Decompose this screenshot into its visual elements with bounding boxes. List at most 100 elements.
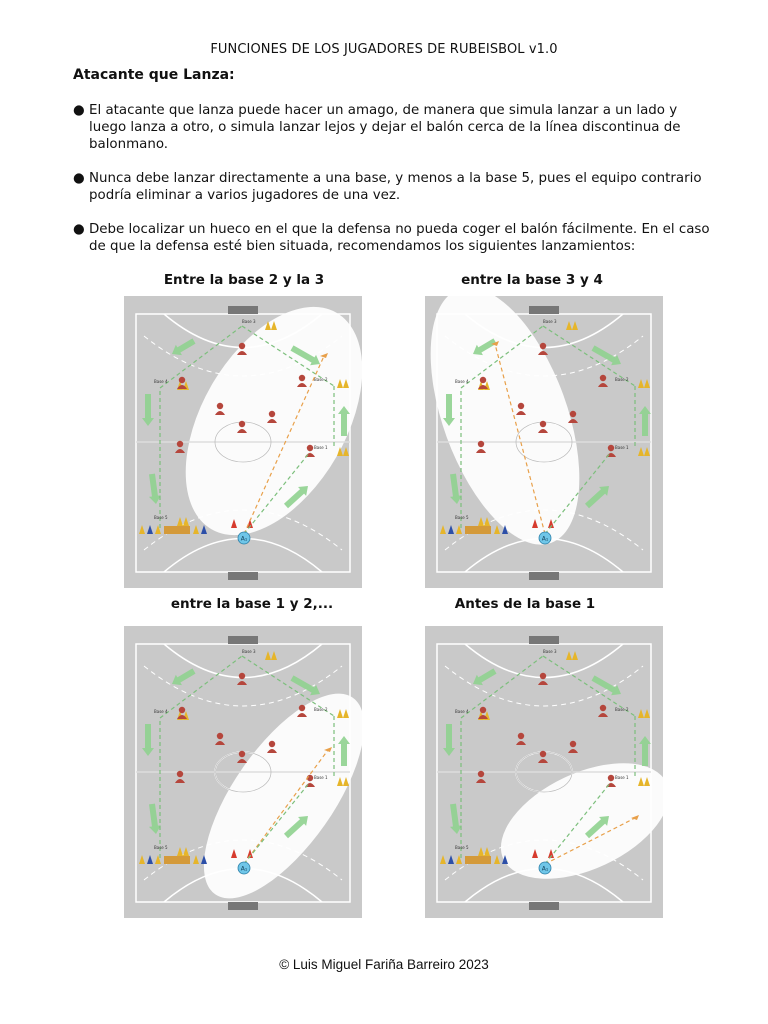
goal-top [529, 306, 559, 314]
cone-icon [638, 447, 644, 456]
cone-icon [139, 525, 145, 534]
defender-icon [177, 706, 187, 719]
base-label: Base 1 [615, 775, 629, 780]
nine-meter-line-top [444, 665, 644, 707]
cone-icon [265, 651, 271, 660]
defender-icon [478, 706, 488, 719]
cone-icon [548, 849, 554, 858]
ball-icon [491, 341, 499, 346]
waiting-zone-box [465, 856, 491, 864]
cone-icon [231, 519, 237, 528]
defender-icon [516, 732, 526, 745]
waiting-zone-box [164, 856, 190, 864]
bullet-text: El atacante que lanza puede hacer un ama… [89, 103, 681, 152]
diagram-label-2: entre la base 3 y 4 [461, 272, 603, 288]
diagram-label-4: Antes de la base 1 [454, 596, 596, 612]
cone-icon [456, 525, 462, 534]
defender-icon [175, 770, 185, 783]
cone-icon [644, 447, 650, 456]
movement-arrow-icon [639, 406, 651, 436]
cone-icon [271, 321, 277, 330]
throw-line [243, 355, 325, 535]
cone-icon [644, 709, 650, 718]
runner-path-line [241, 325, 335, 387]
cone-icon [548, 519, 554, 528]
base-label: Base 5 [455, 515, 469, 520]
defender-icon [606, 444, 616, 457]
base-label: Base 1 [314, 775, 328, 780]
defender-icon [476, 770, 486, 783]
goal-bottom [529, 572, 559, 580]
ball-icon [631, 815, 639, 820]
cone-icon [155, 525, 161, 534]
cone-icon [337, 379, 343, 388]
movement-arrow-icon [591, 675, 621, 696]
attacker-a1-icon: A₁ [538, 861, 552, 875]
cone-icon [566, 651, 572, 660]
goal-top [529, 636, 559, 644]
cone-icon [638, 379, 644, 388]
cone-icon [440, 855, 446, 864]
ball-icon [324, 747, 332, 752]
base-label: Base 1 [314, 445, 328, 450]
runner-path-line [542, 325, 636, 387]
movement-arrow-icon [443, 394, 455, 426]
movement-arrow-icon [172, 338, 196, 356]
base-label: Base 3 [543, 649, 557, 654]
attacker-a1-icon: A₁ [237, 861, 251, 875]
runner-path-line [159, 325, 243, 389]
cone-icon [177, 517, 183, 526]
support-line [243, 451, 311, 535]
base-label: Base 2 [615, 377, 629, 382]
movement-arrow-icon [142, 394, 154, 426]
cone-icon [494, 525, 500, 534]
defender-icon [215, 402, 225, 415]
goal-top [228, 636, 258, 644]
cone-icon [247, 849, 253, 858]
section-title: Atacante que Lanza: [73, 67, 235, 83]
cone-icon [177, 847, 183, 856]
base-label: Base 5 [154, 845, 168, 850]
cone-icon [532, 519, 538, 528]
cone-icon [265, 321, 271, 330]
base-label: Base 3 [543, 319, 557, 324]
cone-icon [572, 321, 578, 330]
support-line [544, 781, 612, 865]
cone-icon [183, 517, 189, 526]
waiting-zone-box [465, 526, 491, 534]
bullet-list: ● El atacante que lanza puede hacer un a… [73, 102, 713, 272]
cone-icon [337, 709, 343, 718]
defender-icon [237, 420, 247, 433]
cone-icon [448, 525, 454, 534]
bullet-dot-icon: ● [73, 222, 85, 237]
bullet-item: ● Nunca debe lanzar directamente a una b… [73, 170, 713, 204]
copyright-footer: © Luis Miguel Fariña Barreiro 2023 [279, 957, 489, 972]
cone-icon [456, 855, 462, 864]
base-label: Base 2 [314, 377, 328, 382]
defender-icon [177, 376, 187, 389]
defender-icon [516, 402, 526, 415]
cone-icon [502, 855, 508, 864]
diagram-label-3: entre la base 1 y 2,... [170, 596, 334, 612]
throw-line [243, 749, 329, 865]
cone-icon [502, 525, 508, 534]
attacker-a1-icon: A₁ [538, 531, 552, 545]
support-line [243, 781, 311, 865]
bullet-text: Nunca debe lanzar directamente a una bas… [89, 171, 702, 203]
movement-arrow-icon [172, 668, 196, 686]
cone-icon [155, 855, 161, 864]
cone-icon [201, 525, 207, 534]
base-label: Base 2 [314, 707, 328, 712]
movement-arrow-icon [290, 675, 320, 696]
runner-path-line [460, 325, 544, 389]
movement-arrow-icon [338, 406, 350, 436]
cone-icon [247, 519, 253, 528]
cone-icon [638, 709, 644, 718]
